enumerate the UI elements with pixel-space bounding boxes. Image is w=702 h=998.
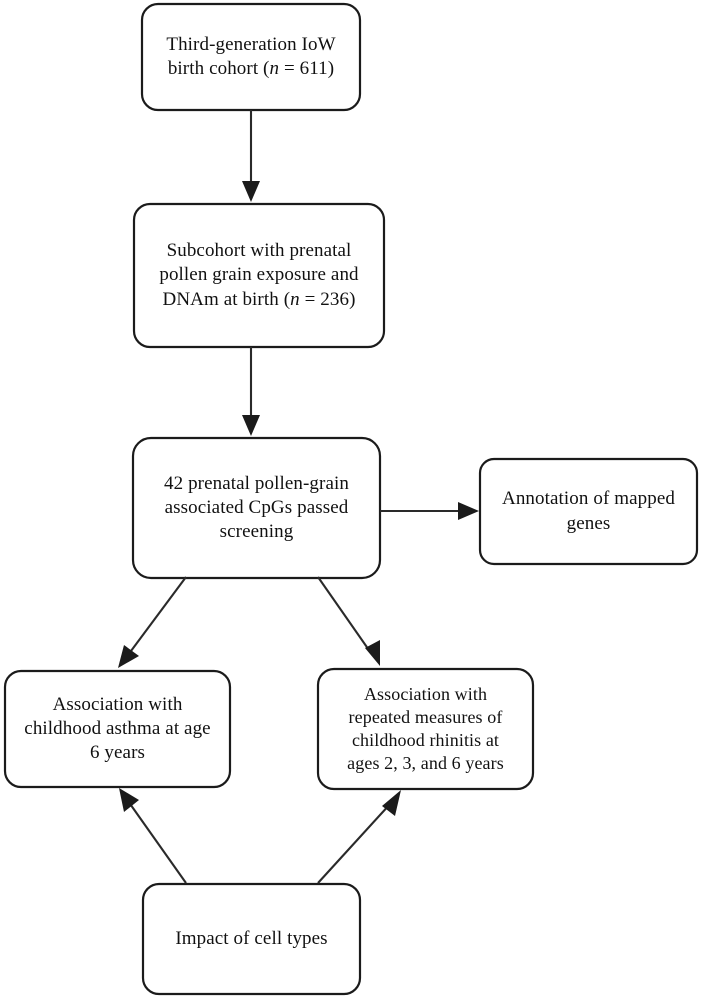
- impact-of-cell-types-node: [141, 882, 362, 996]
- annotation-of-mapped-genes-node: [478, 457, 699, 566]
- rhinitis-association-node: [316, 667, 535, 791]
- edge-cohort-to-subcohort: [242, 110, 260, 202]
- edge-subcohort-to-cpgs: [242, 347, 260, 436]
- subcohort-node: [132, 202, 386, 349]
- edge-cpgs-to-asthma: [118, 576, 187, 668]
- third-generation-cohort-node: [140, 2, 362, 112]
- cpgs-passed-screening-node: [131, 436, 382, 580]
- asthma-association-node: [3, 669, 232, 789]
- edge-cpgs-to-rhinitis: [317, 576, 380, 666]
- edge-celltypes-to-rhinitis: [317, 790, 401, 884]
- edge-cpgs-to-annotation: [380, 502, 479, 520]
- edge-celltypes-to-asthma: [119, 788, 187, 884]
